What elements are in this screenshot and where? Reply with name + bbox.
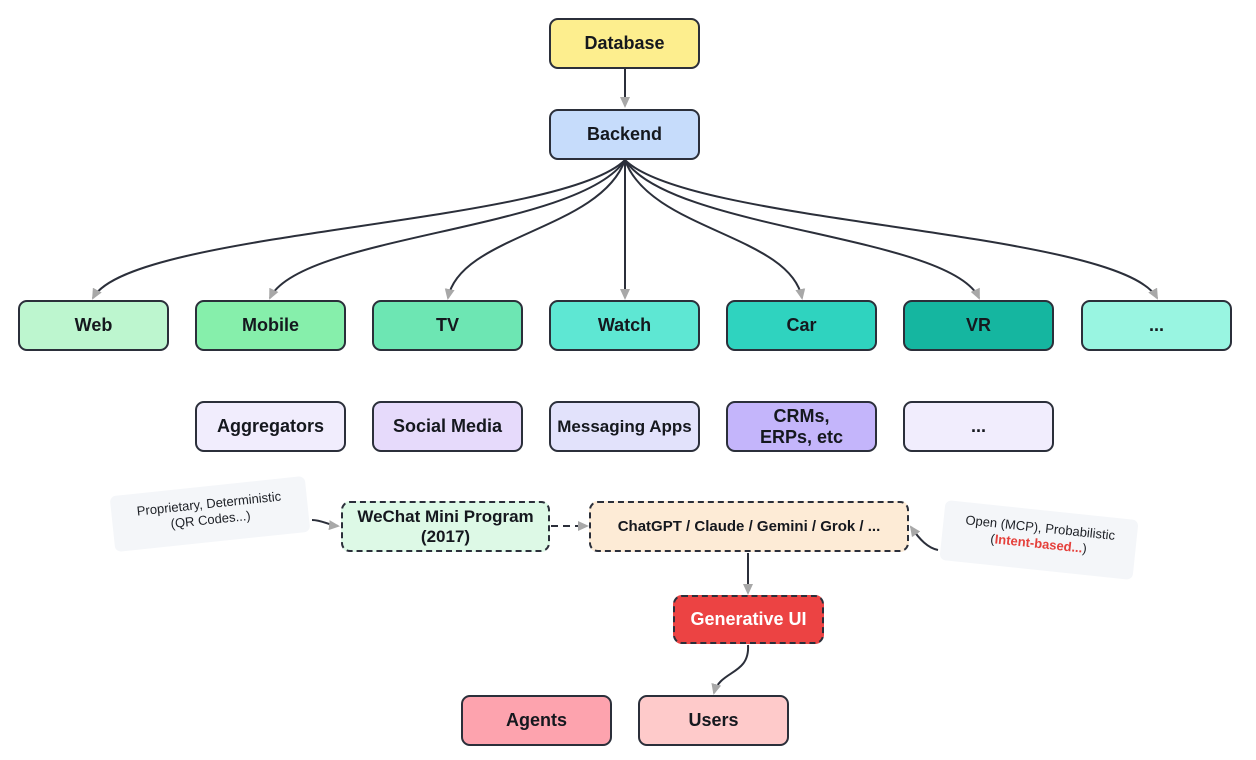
- node-crms-erps-label: CRMs, ERPs, etc: [759, 405, 844, 447]
- node-vr-label: VR: [965, 315, 991, 336]
- node-messaging-apps[interactable]: Messaging Apps: [549, 401, 700, 452]
- node-mobile[interactable]: Mobile: [195, 300, 346, 351]
- node-watch-label: Watch: [597, 315, 652, 336]
- node-vr[interactable]: VR: [903, 300, 1054, 351]
- node-backend-label: Backend: [586, 124, 663, 145]
- node-backend[interactable]: Backend: [549, 109, 700, 160]
- node-mobile-label: Mobile: [242, 315, 299, 336]
- edge-note-right-llms: [909, 525, 939, 551]
- node-web-label: Web: [74, 315, 113, 336]
- node-llms[interactable]: ChatGPT / Claude / Gemini / Grok / ...: [589, 501, 909, 552]
- node-channels-more[interactable]: ...: [903, 401, 1054, 452]
- node-social-media[interactable]: Social Media: [372, 401, 523, 452]
- node-devices-more[interactable]: ...: [1081, 300, 1232, 351]
- edge-backend-tv: [444, 159, 626, 300]
- node-channels-more-label: ...: [970, 416, 986, 437]
- edge-note-left-wechat: [311, 519, 340, 531]
- node-users-label: Users: [688, 710, 739, 731]
- node-wechat-mini-program[interactable]: WeChat Mini Program (2017): [341, 501, 550, 552]
- node-agents[interactable]: Agents: [461, 695, 612, 746]
- edge-backend-mobile: [269, 159, 626, 300]
- node-agents-label: Agents: [505, 710, 567, 731]
- edge-backend-vr: [624, 159, 980, 300]
- edge-generative-ui-users: [711, 644, 750, 695]
- node-tv[interactable]: TV: [372, 300, 523, 351]
- node-tv-label: TV: [435, 315, 459, 336]
- edge-backend-web: [92, 159, 626, 300]
- node-car[interactable]: Car: [726, 300, 877, 351]
- node-web[interactable]: Web: [18, 300, 169, 351]
- node-crms-erps[interactable]: CRMs, ERPs, etc: [726, 401, 877, 452]
- node-social-media-label: Social Media: [392, 416, 503, 437]
- note-open-mcp-paren-close: ): [1081, 540, 1088, 557]
- node-database-label: Database: [584, 33, 665, 54]
- node-car-label: Car: [786, 315, 817, 336]
- edge-backend-car: [624, 159, 806, 300]
- node-generative-ui[interactable]: Generative UI: [673, 595, 824, 644]
- node-aggregators-label: Aggregators: [216, 416, 324, 437]
- node-users[interactable]: Users: [638, 695, 789, 746]
- node-messaging-apps-label: Messaging Apps: [557, 416, 692, 436]
- node-llms-label: ChatGPT / Claude / Gemini / Grok / ...: [617, 517, 881, 535]
- node-aggregators[interactable]: Aggregators: [195, 401, 346, 452]
- node-generative-ui-label: Generative UI: [690, 609, 807, 630]
- node-database[interactable]: Database: [549, 18, 700, 69]
- node-watch[interactable]: Watch: [549, 300, 700, 351]
- edge-backend-more: [624, 159, 1158, 300]
- node-devices-more-label: ...: [1148, 315, 1164, 336]
- node-wechat-label: WeChat Mini Program (2017): [357, 506, 534, 546]
